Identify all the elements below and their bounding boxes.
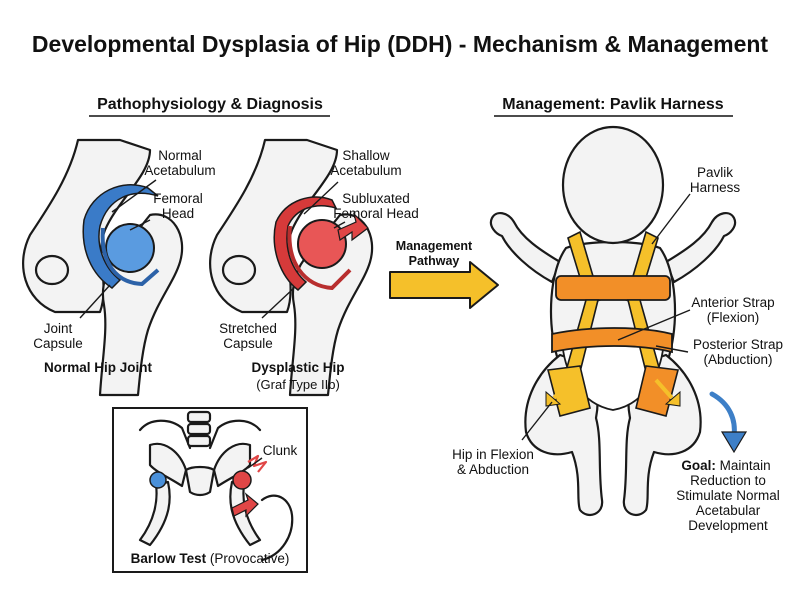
dysplastic-capsule-label-1: Stretched: [219, 321, 277, 336]
waist-band: [551, 327, 673, 354]
position-label-2: & Abduction: [457, 462, 529, 477]
goal-arrowhead: [720, 431, 748, 454]
normal-capsule-label-2: Capsule: [33, 336, 83, 351]
normal-acetabulum-label-1: Normal: [158, 148, 202, 163]
dysplastic-hip-subcaption: (Graf Type IIb): [256, 377, 340, 392]
right-abduction-arrow: [654, 378, 674, 400]
dysplastic-hip-illustration: [209, 138, 374, 397]
anterior-strap-label-2: (Flexion): [707, 310, 760, 325]
goal-text-1: Maintain: [716, 458, 771, 473]
barlow-right-femoral-head: [232, 470, 252, 490]
clunk-label: Clunk: [263, 443, 298, 458]
dysplastic-acetabulum-label-1: Shallow: [342, 148, 390, 163]
goal-line-3: Stimulate Normal: [676, 488, 780, 503]
posterior-strap-label-2: (Abduction): [703, 352, 772, 367]
position-label-1: Hip in Flexion: [452, 447, 534, 462]
goal-arrow: [709, 391, 737, 439]
harness-label-2: Harness: [690, 180, 741, 195]
dysplastic-head-label-2: Femoral Head: [333, 206, 419, 221]
normal-joint-capsule: [100, 227, 160, 287]
management-pathway-arrow: [389, 261, 499, 309]
posterior-strap-label-1: Posterior Strap: [693, 337, 783, 352]
baby-pavlik-illustration: [489, 125, 737, 517]
barlow-push-arrow: [231, 492, 259, 518]
normal-head-label-2: Head: [162, 206, 194, 221]
barlow-caption-bold: Barlow Test: [131, 551, 207, 566]
subluxation-arrow: [337, 212, 369, 242]
left-abduction-arrowhead: [545, 390, 562, 407]
anterior-strap-label-1: Anterior Strap: [691, 295, 774, 310]
harness-label-1: Pavlik: [697, 165, 733, 180]
normal-acetabulum-blue: [82, 184, 159, 289]
goal-line-4: Acetabular: [696, 503, 761, 518]
barlow-left-femoral-head: [149, 471, 167, 489]
barlow-test-illustration: [138, 410, 294, 562]
normal-acetabulum-label-2: Acetabulum: [144, 163, 215, 178]
goal-line-1: Goal: Maintain: [681, 458, 770, 473]
left-abduction-arrow: [552, 378, 572, 400]
goal-line-2: Reduction to: [690, 473, 766, 488]
dysplastic-capsule-label-2: Capsule: [223, 336, 273, 351]
normal-head-label-1: Femoral: [153, 191, 203, 206]
normal-capsule-label-1: Joint: [44, 321, 73, 336]
normal-hip-illustration: [22, 138, 184, 397]
page-title: Developmental Dysplasia of Hip (DDH) - M…: [32, 31, 768, 57]
subluxated-femoral-head: [297, 219, 347, 269]
dysplastic-hip-caption: Dysplastic Hip: [251, 360, 344, 375]
goal-line-5: Development: [688, 518, 768, 533]
normal-hip-caption: Normal Hip Joint: [44, 360, 153, 375]
chest-band: [555, 275, 671, 301]
stretched-capsule: [287, 225, 352, 291]
clunk-spark-icon: [247, 454, 268, 473]
pathway-label-2: Pathway: [409, 254, 460, 268]
dysplastic-head-label-1: Subluxated: [342, 191, 410, 206]
normal-femoral-head: [105, 223, 155, 273]
right-abduction-arrowhead: [664, 390, 681, 407]
right-section-heading: Management: Pavlik Harness: [502, 96, 724, 113]
goal-bold: Goal:: [681, 458, 716, 473]
left-section-heading: Pathophysiology & Diagnosis: [97, 96, 323, 113]
barlow-caption-rest: (Provocative): [206, 551, 289, 566]
pathway-label-1: Management: [396, 239, 473, 253]
barlow-caption: Barlow Test (Provocative): [131, 551, 290, 566]
dysplastic-acetabulum-label-2: Acetabulum: [330, 163, 401, 178]
